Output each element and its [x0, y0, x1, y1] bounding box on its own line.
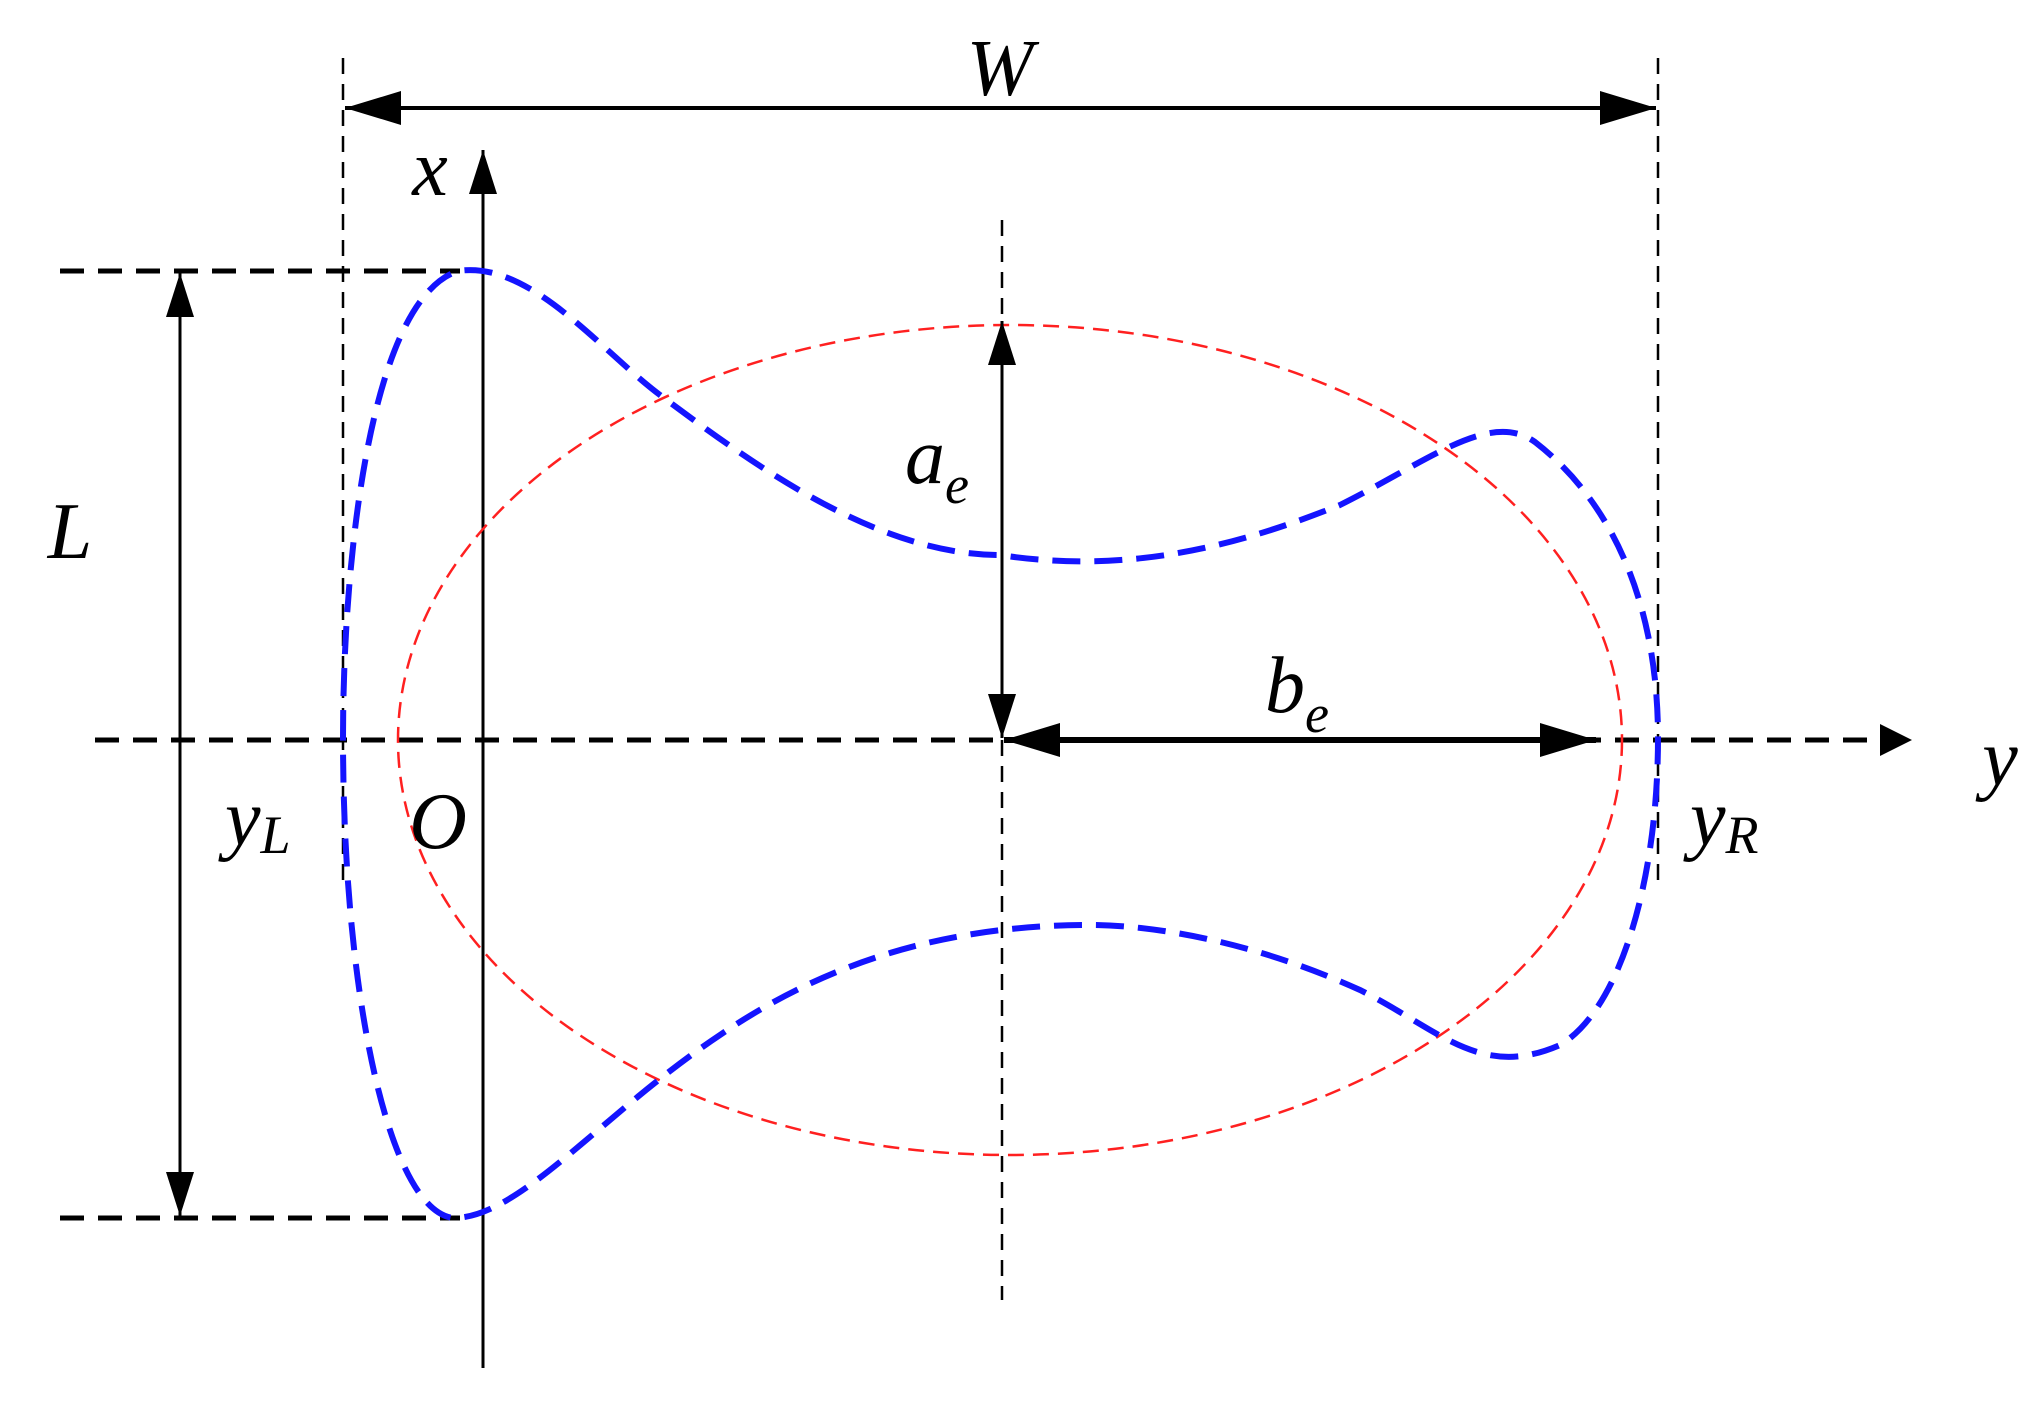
semi-axis-a-label: ae [905, 413, 969, 515]
length-label: L [47, 488, 93, 576]
right-intercept-label: yR [1683, 775, 1759, 865]
equivalent-ellipse [396, 323, 1624, 1157]
x-axis-label: x [411, 125, 448, 213]
left-intercept-label: yL [218, 775, 291, 865]
width-label: W [967, 25, 1040, 113]
y-axis-arrowhead-icon [1880, 724, 1912, 756]
y-axis-label: y [1975, 715, 2018, 803]
origin-label: O [409, 778, 467, 866]
actual-contour [339, 267, 1662, 1222]
semi-axis-b-label: be [1265, 642, 1329, 744]
